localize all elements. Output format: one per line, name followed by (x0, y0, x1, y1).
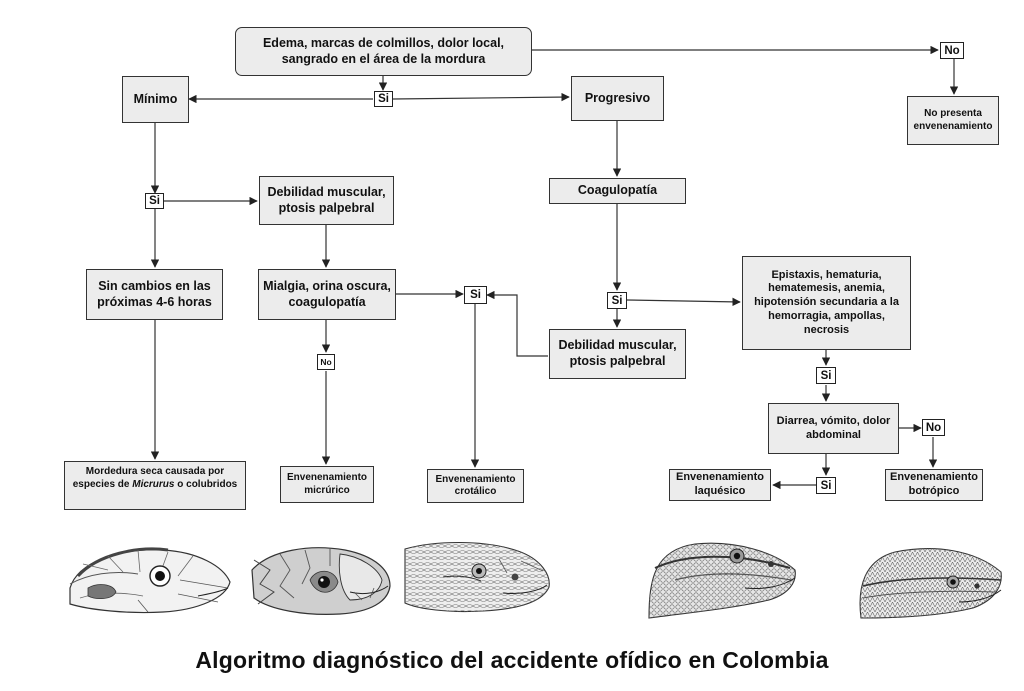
mordedura-seca-node: Mordedura seca causada por especies de M… (64, 461, 246, 510)
minimo-node: Mínimo (122, 76, 189, 123)
micrurico-node: Envenenamiento micrúrico (280, 466, 374, 503)
progresivo-node: Progresivo (571, 76, 664, 121)
edema-node: Edema, marcas de colmillos, dolor local,… (235, 27, 532, 76)
no-mialgia-label: No (317, 354, 335, 370)
debilidad-muscular-node-1: Debilidad muscular, ptosis palpebral (259, 176, 394, 225)
si-crotalico-label: Si (464, 286, 487, 304)
debilidad-muscular-node-2: Debilidad muscular, ptosis palpebral (549, 329, 686, 379)
no-diarrea-label: No (922, 419, 945, 436)
coagulopatia-node: Coagulopatía (549, 178, 686, 204)
snake-head-colubrid-icon (251, 547, 391, 615)
snake-head-lancehead-icon (859, 548, 1002, 619)
si-diarrea-label: Si (816, 477, 836, 494)
page-title: Algoritmo diagnóstico del accidente ofíd… (195, 647, 829, 673)
no-presenta-node: No presenta envenenamiento (907, 96, 999, 145)
si-top-label: Si (374, 91, 393, 107)
si-minimo-label: Si (145, 193, 164, 209)
diarrea-node: Diarrea, vómito, dolor abdominal (768, 403, 899, 454)
crotalico-node: Envenenamiento crotálico (427, 469, 524, 503)
laquesico-node: Envenenamiento laquésico (669, 469, 771, 501)
micrurus-genus: Micrurus (132, 478, 175, 490)
snake-head-rattlesnake-icon (404, 542, 550, 613)
mordedura-seca-text: Mordedura seca causada por especies de (72, 466, 225, 490)
snake-head-bushmaster-icon (648, 542, 796, 619)
mordedura-seca-text-end: o colubridos (174, 478, 238, 490)
si-coagulopatia-label: Si (607, 292, 627, 309)
no-top-label: No (940, 42, 964, 59)
si-epistaxis-label: Si (816, 367, 836, 384)
epistaxis-node: Epistaxis, hematuria, hematemesis, anemi… (742, 256, 911, 350)
snake-head-coral-icon (69, 547, 231, 614)
mialgia-node: Mialgia, orina oscura, coagulopatía (258, 269, 396, 320)
botropico-node: Envenenamiento botrópico (885, 469, 983, 501)
sin-cambios-node: Sin cambios en las próximas 4-6 horas (86, 269, 223, 320)
